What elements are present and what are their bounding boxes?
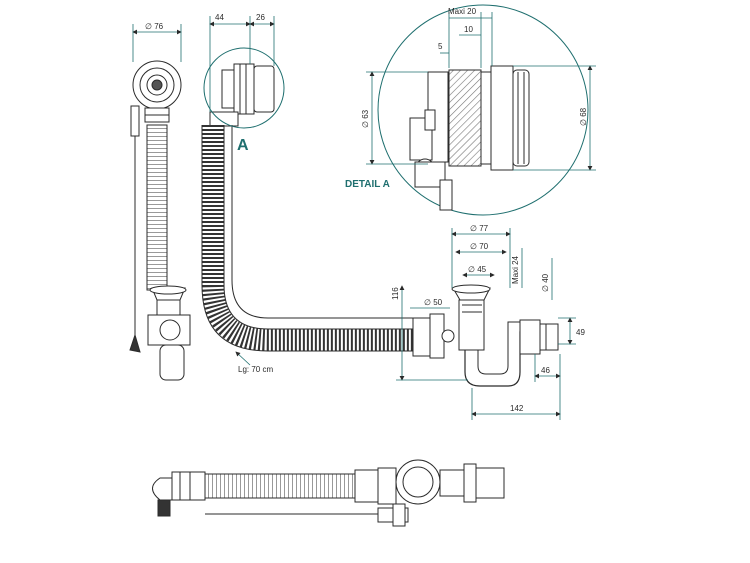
dim-d50: ∅ 50 [424,298,443,307]
dim-d70: ∅ 70 [470,242,489,251]
dim-46: 46 [541,366,550,375]
dim-26: 26 [256,13,265,22]
hatched-wall [448,69,482,167]
front-view [129,60,191,381]
dim-142: 142 [510,404,524,413]
dim-d45: ∅ 45 [468,265,487,274]
hose-long [202,125,415,351]
dim-10: 10 [464,25,473,34]
dim-d76: ∅ 76 [145,22,164,31]
plan-view [152,459,505,527]
hose-plan [204,473,356,499]
dim-d68: ∅ 68 [579,107,588,126]
dim-49: 49 [576,328,585,337]
dim-maxi24: Maxi 24 [511,255,520,284]
dim-d40: ∅ 40 [541,273,550,292]
detail-callout-circle [203,47,285,129]
detail-marker: A [237,137,249,154]
hose-vertical [146,124,168,291]
dim-maxi20: Maxi 20 [448,7,477,16]
dim-d63: ∅ 63 [361,109,370,128]
side-view [201,63,559,387]
dim-116: 116 [391,287,400,300]
detail-title: DETAIL A [345,179,390,190]
dim-d77: ∅ 77 [470,224,489,233]
dim-5: 5 [438,42,443,51]
hose-length-label: Lg: 70 cm [238,365,273,374]
detail-a: DETAIL A [345,4,589,216]
dim-44: 44 [215,13,224,22]
dimension-lines [132,12,596,420]
p-trap [464,331,538,387]
